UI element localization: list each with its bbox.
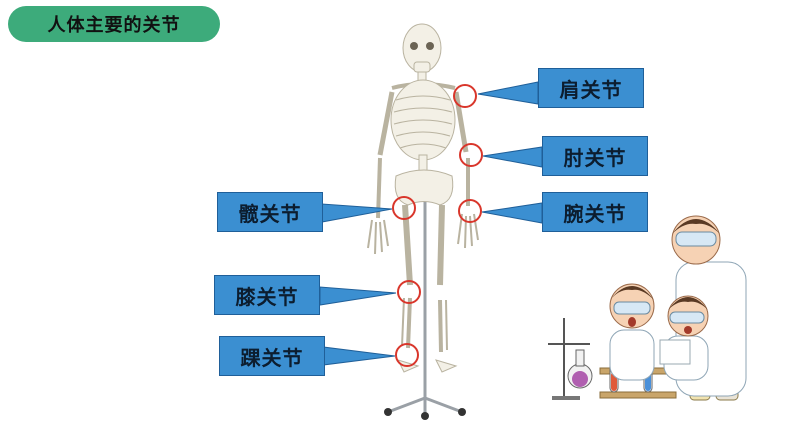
elbow-joint-marker xyxy=(459,143,483,167)
hip-pointer xyxy=(321,203,393,223)
shoulder-pointer xyxy=(477,81,539,105)
knee-pointer xyxy=(319,286,397,306)
scientist-kids-illustration xyxy=(548,215,747,401)
hip-joint-marker xyxy=(392,196,416,220)
elbow-pointer xyxy=(482,146,543,168)
knee-joint-label: 膝关节 xyxy=(214,275,320,315)
ankle-joint-label: 踝关节 xyxy=(219,336,325,376)
skeleton-figure xyxy=(367,23,479,420)
page-title: 人体主要的关节 xyxy=(8,6,220,42)
knee-joint-marker xyxy=(397,280,421,304)
wrist-joint-label: 腕关节 xyxy=(542,192,648,232)
elbow-joint-label: 肘关节 xyxy=(542,136,648,176)
ankle-joint-marker xyxy=(395,343,419,367)
shoulder-joint-label: 肩关节 xyxy=(538,68,644,108)
wrist-pointer xyxy=(481,202,543,224)
hip-joint-label: 髋关节 xyxy=(217,192,323,232)
wrist-joint-marker xyxy=(458,199,482,223)
shoulder-joint-marker xyxy=(453,84,477,108)
joint-markers xyxy=(392,84,483,367)
ankle-pointer xyxy=(322,346,396,366)
